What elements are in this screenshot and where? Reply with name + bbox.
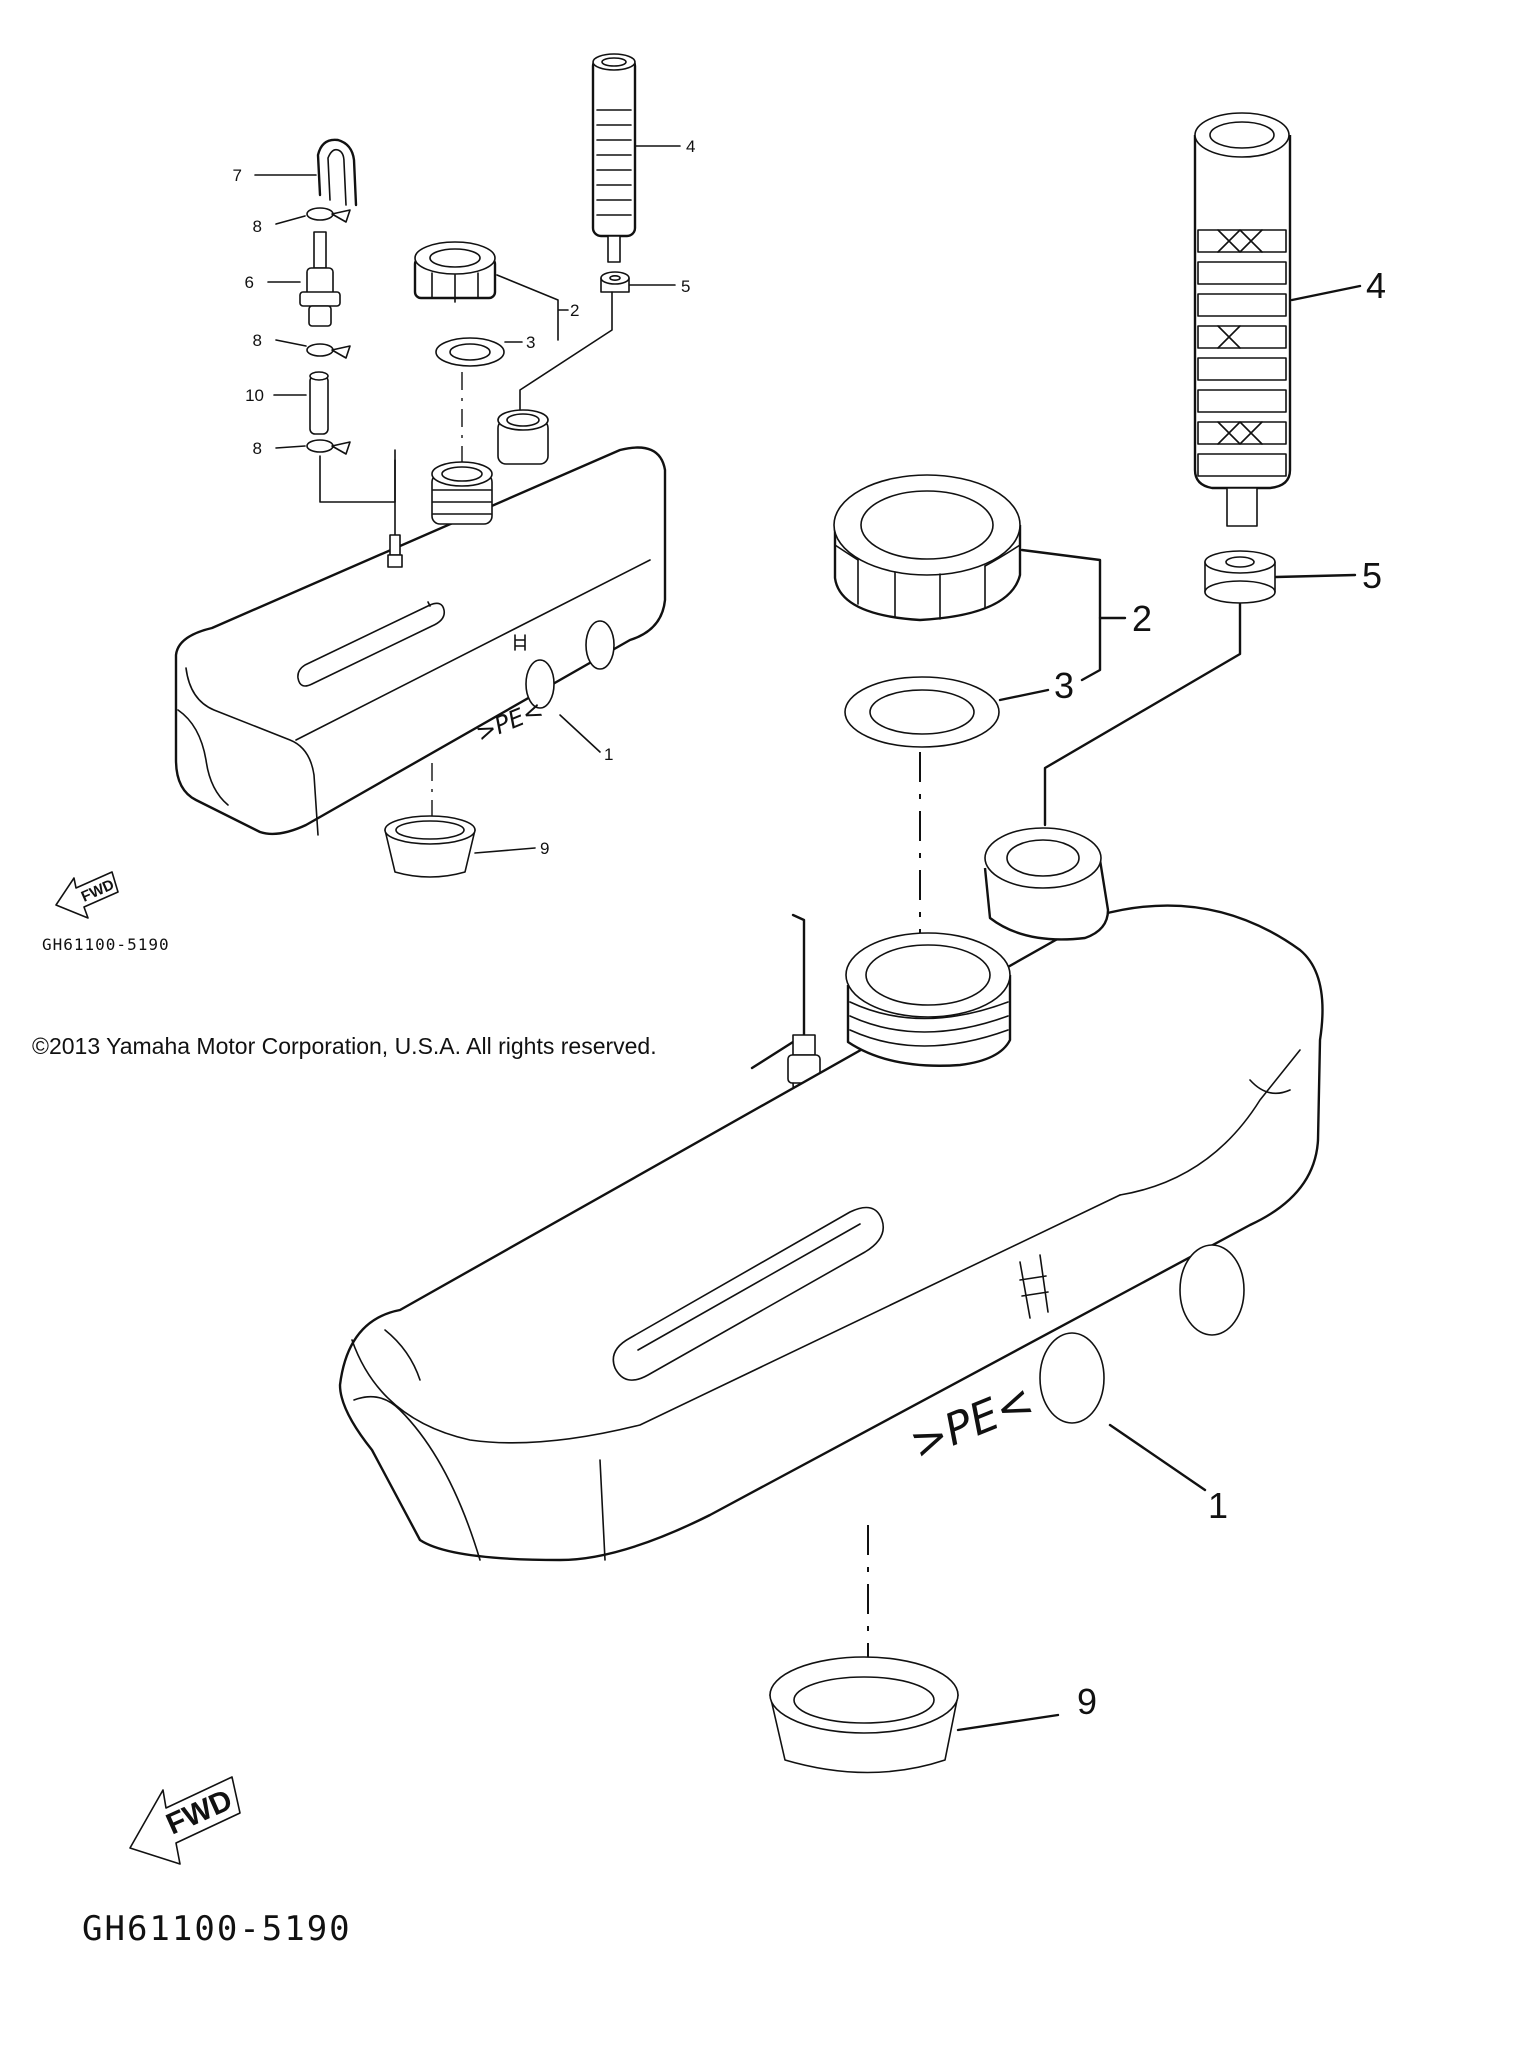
small-fwd-arrow-icon: FWD xyxy=(55,871,119,919)
small-callout-9: 9 xyxy=(540,839,549,858)
small-callout-3: 3 xyxy=(526,333,535,352)
large-callout-5: 5 xyxy=(1362,555,1382,596)
large-fwd-arrow-icon: FWD xyxy=(129,1776,241,1865)
large-part-1-tank: >PE< xyxy=(338,827,1324,1562)
large-callout-9: 9 xyxy=(1077,1681,1097,1722)
large-part-9-cup xyxy=(769,1656,959,1774)
small-callout-5: 5 xyxy=(681,277,690,296)
small-callout-4: 4 xyxy=(686,137,695,156)
large-drawing-code: GH61100-5190 xyxy=(82,1909,352,1949)
small-callout-10: 10 xyxy=(245,386,264,405)
small-callout-6: 6 xyxy=(245,273,254,292)
small-part-1-tank: >PE< xyxy=(174,409,667,836)
small-part-8-clip-b xyxy=(306,343,351,359)
small-part-8-clip-a xyxy=(306,207,351,223)
small-part-8-clip-c xyxy=(306,439,351,455)
copyright-notice: ©2013 Yamaha Motor Corporation, U.S.A. A… xyxy=(32,1033,657,1059)
small-callout-7: 7 xyxy=(233,166,242,185)
large-part-3-gasket xyxy=(844,676,1000,748)
small-part-2-cap xyxy=(413,241,497,303)
large-callout-3: 3 xyxy=(1054,665,1074,706)
small-callout-1: 1 xyxy=(604,745,613,764)
small-part-5-grommet xyxy=(600,271,630,293)
large-callout-2: 2 xyxy=(1132,598,1152,639)
large-view: 4 5 2 3 xyxy=(82,112,1386,1949)
small-callout-8a: 8 xyxy=(253,217,262,236)
large-part-5-grommet xyxy=(1204,550,1276,604)
small-drawing-code: GH61100-5190 xyxy=(42,935,170,954)
small-part-9-cup xyxy=(384,815,476,878)
small-callout-8c: 8 xyxy=(253,439,262,458)
large-part-2-cap xyxy=(833,474,1022,622)
small-part-6-joint xyxy=(299,231,341,327)
large-part-4-strainer xyxy=(1193,112,1292,527)
small-part-4-strainer xyxy=(591,53,637,263)
small-callout-8b: 8 xyxy=(253,331,262,350)
small-callout-2: 2 xyxy=(570,301,579,320)
small-part-10-hose xyxy=(309,371,329,435)
large-callout-4: 4 xyxy=(1366,265,1386,306)
large-callout-1: 1 xyxy=(1208,1485,1228,1526)
small-view: 4 5 2 3 7 xyxy=(42,53,695,954)
small-part-3-gasket xyxy=(435,337,505,367)
small-part-7-hose xyxy=(316,138,358,207)
